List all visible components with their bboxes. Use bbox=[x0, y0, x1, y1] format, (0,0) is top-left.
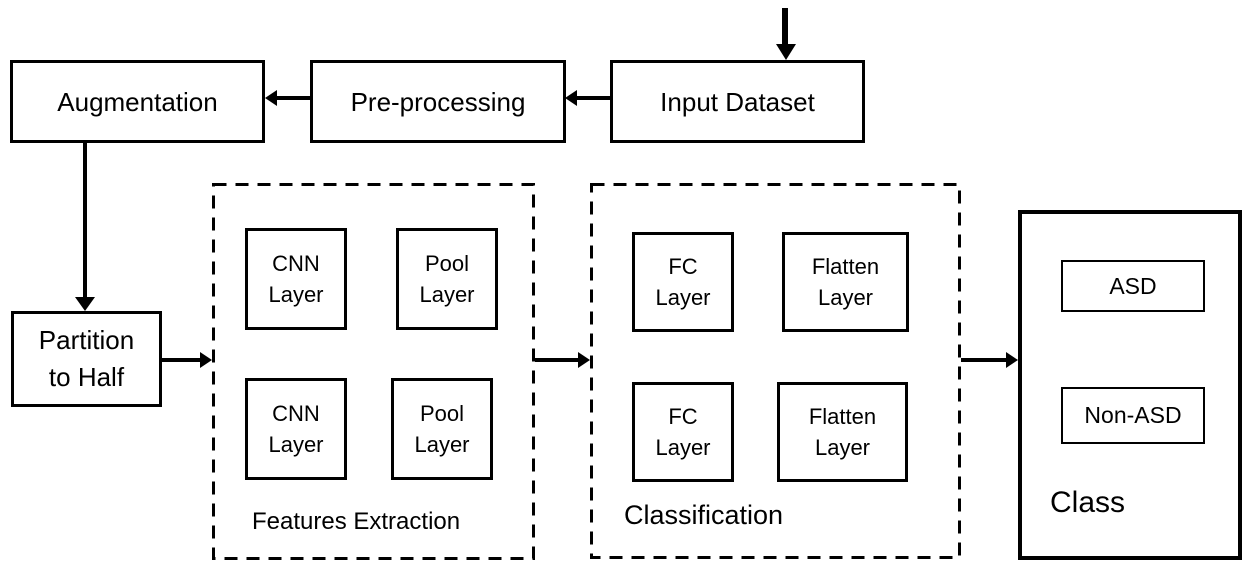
classification-group: FC Layer Flatten Layer FC Layer Flatten … bbox=[590, 183, 961, 559]
cnn-layer-1-line2: Layer bbox=[268, 282, 324, 307]
preprocessing-box: Pre-processing bbox=[310, 60, 566, 143]
cnn-layer-box-1: CNN Layer bbox=[245, 228, 347, 330]
classification-dashed-border bbox=[590, 183, 961, 559]
augmentation-label: Augmentation bbox=[57, 86, 218, 117]
class-output-box: ASD Non-ASD Class bbox=[1018, 210, 1242, 560]
arrow-preprocessing-to-augmentation-head bbox=[265, 90, 277, 106]
cnn-layer-box-2: CNN Layer bbox=[245, 378, 347, 480]
cnn-layer-2-line1: CNN bbox=[272, 401, 320, 426]
partition-to-half-label: Partition to Half bbox=[39, 322, 134, 396]
flatten-layer-2-line2: Layer bbox=[814, 435, 871, 460]
partition-to-half-box: Partition to Half bbox=[11, 311, 162, 407]
arrow-features-to-classification-shaft bbox=[535, 358, 578, 362]
asd-label: ASD bbox=[1109, 272, 1157, 299]
arrow-classification-to-class-shaft bbox=[961, 358, 1006, 362]
pool-layer-2-line1: Pool bbox=[419, 401, 465, 426]
arrow-preprocessing-to-augmentation-shaft bbox=[277, 96, 310, 100]
cnn-layer-2-line2: Layer bbox=[268, 432, 324, 457]
fc-layer-1-line1: FC bbox=[668, 254, 698, 279]
asd-box: ASD bbox=[1061, 260, 1205, 312]
preprocessing-label: Pre-processing bbox=[350, 86, 526, 117]
non-asd-box: Non-ASD bbox=[1061, 387, 1205, 444]
classification-label: Classification bbox=[624, 500, 784, 530]
arrow-input-to-preprocessing-head bbox=[565, 90, 577, 106]
arrow-input-to-preprocessing-shaft bbox=[577, 96, 610, 100]
flatten-layer-box-1: Flatten Layer bbox=[782, 232, 909, 332]
pool-layer-1-line2: Layer bbox=[419, 282, 475, 307]
flatten-layer-1-line1: Flatten bbox=[811, 254, 880, 279]
class-label: Class bbox=[1050, 486, 1126, 519]
arrow-features-to-classification-head bbox=[578, 352, 590, 368]
arrow-classification-to-class-head bbox=[1006, 352, 1018, 368]
augmentation-box: Augmentation bbox=[10, 60, 265, 143]
arrow-partition-to-features-shaft bbox=[162, 358, 200, 362]
features-extraction-label: Features Extraction bbox=[252, 508, 461, 535]
features-extraction-group: CNN Layer Pool Layer CNN Layer Pool Laye… bbox=[212, 183, 535, 560]
arrow-partition-to-features-head bbox=[200, 352, 212, 368]
arrow-into-input-dataset-shaft bbox=[782, 8, 788, 46]
partition-line1: Partition bbox=[38, 325, 135, 355]
arrow-augmentation-to-partition-head bbox=[75, 297, 95, 311]
arrow-augmentation-to-partition-shaft bbox=[83, 143, 87, 297]
partition-line2: to Half bbox=[48, 362, 125, 392]
pool-layer-box-2: Pool Layer bbox=[391, 378, 493, 480]
arrow-into-input-dataset-head bbox=[776, 44, 796, 60]
fc-layer-box-2: FC Layer bbox=[632, 382, 734, 482]
input-dataset-label: Input Dataset bbox=[660, 86, 815, 117]
pool-layer-2-line2: Layer bbox=[414, 432, 470, 457]
flatten-layer-1-line2: Layer bbox=[817, 285, 874, 310]
fc-layer-box-1: FC Layer bbox=[632, 232, 734, 332]
input-dataset-box: Input Dataset bbox=[610, 60, 865, 143]
non-asd-label: Non-ASD bbox=[1084, 402, 1182, 428]
pool-layer-1-line1: Pool bbox=[424, 251, 470, 276]
features-extraction-dashed-border bbox=[212, 183, 535, 560]
flatten-layer-2-line1: Flatten bbox=[808, 404, 877, 429]
fc-layer-1-line2: Layer bbox=[655, 285, 711, 310]
cnn-layer-1-line1: CNN bbox=[272, 251, 320, 276]
pool-layer-box-1: Pool Layer bbox=[396, 228, 498, 330]
fc-layer-2-line1: FC bbox=[668, 404, 698, 429]
fc-layer-2-line2: Layer bbox=[655, 435, 711, 460]
flatten-layer-box-2: Flatten Layer bbox=[777, 382, 908, 482]
